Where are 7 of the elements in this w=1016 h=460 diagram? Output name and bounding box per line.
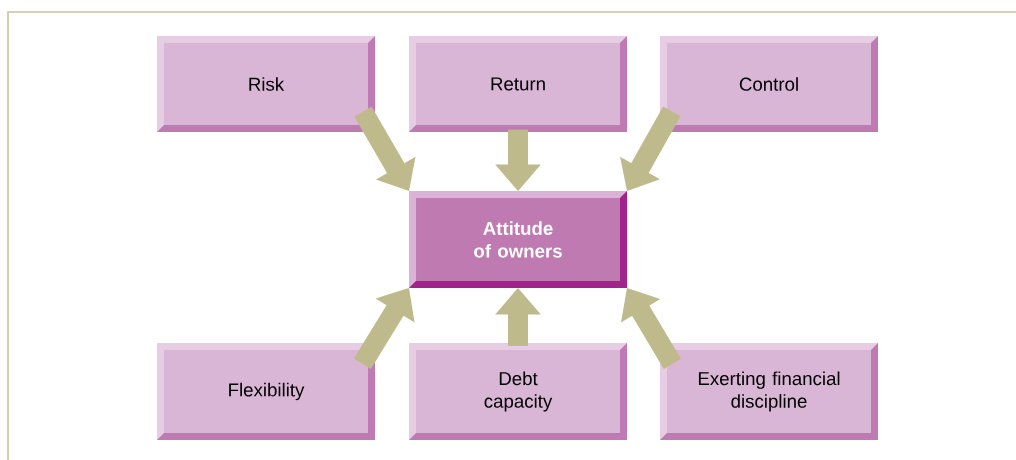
factor-box: Flexibility bbox=[157, 343, 375, 440]
factor-box: Control bbox=[660, 36, 878, 132]
factor-box: Return bbox=[409, 36, 627, 132]
factor-box: Exerting financial discipline bbox=[660, 343, 878, 440]
factor-box: Risk bbox=[157, 36, 375, 132]
central-box: Attitude of owners bbox=[409, 191, 627, 288]
factor-box: Debt capacity bbox=[409, 343, 627, 440]
